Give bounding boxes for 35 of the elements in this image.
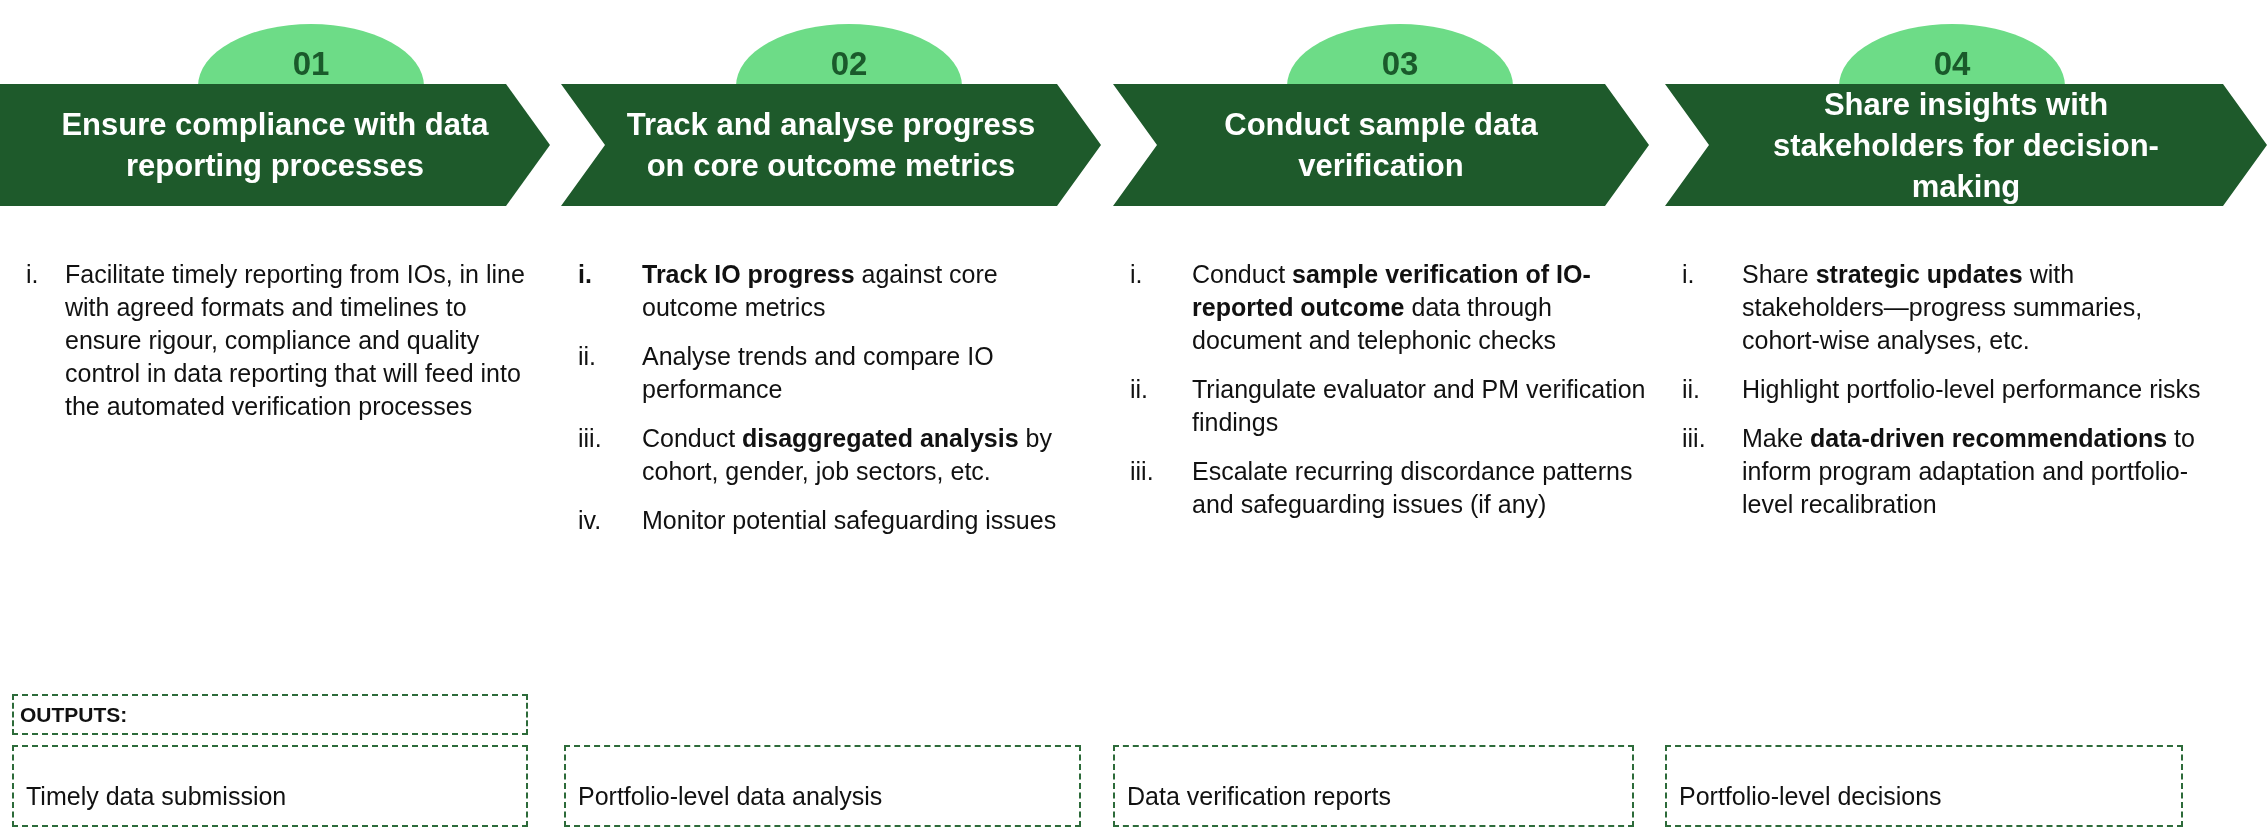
output-box: Data verification reports [1113, 745, 1634, 827]
chevron-step: Conduct sample data verification [1113, 84, 1649, 206]
list-numeral: iv. [578, 505, 603, 536]
list-numeral: iii. [1130, 456, 1155, 487]
list-numeral: ii. [1682, 374, 1702, 405]
list-item-text: Triangulate evaluator and PM verification findings [1192, 374, 1647, 438]
list-item-text: Analyse trends and compare IO performance [642, 341, 995, 405]
output-box: Portfolio-level decisions [1665, 745, 2183, 827]
output-box: Portfolio-level data analysis [564, 745, 1081, 827]
outputs-header: OUTPUTS: [12, 694, 528, 735]
chevron-step: Share insights with stakeholders for decision-making [1665, 84, 2267, 206]
output-box: Timely data submission [12, 745, 528, 827]
list-numeral: i. [26, 259, 40, 290]
list-numeral: i. [1682, 259, 1696, 290]
number-tab: 04 [1839, 24, 2065, 86]
chevron-step: Track and analyse progress on core outcome metrics [561, 84, 1101, 206]
number-tab: 01 [198, 24, 424, 86]
chevron-step: Ensure compliance with data reporting processes [0, 84, 550, 206]
list-item-text: Share strategic updates with stakeholders—progress summaries, cohort-wise analyses, etc. [1742, 259, 2144, 356]
list-item-text: Conduct sample verification of IO-reported outcome data through document and telephonic checks [1192, 259, 1592, 356]
list-item-text: Make data-driven recommendations to inform program adaptation and portfolio-level recalibration [1742, 423, 2196, 520]
list-item-text: Track IO progress against core outcome metrics [642, 259, 999, 323]
list-item-text: Highlight portfolio-level performance risks [1742, 374, 2202, 405]
list-item-text: Escalate recurring discordance patterns and safeguarding issues (if any) [1192, 456, 1634, 520]
number-tab: 02 [736, 24, 962, 86]
list-numeral: ii. [578, 341, 598, 372]
list-numeral: iii. [578, 423, 603, 454]
list-item-text: Facilitate timely reporting from IOs, in line with agreed formats and timelines to ensure rigour, compliance and quality control in data reporting that will feed into the automated verification processes [65, 259, 526, 422]
list-numeral: i. [578, 259, 593, 290]
list-numeral: iii. [1682, 423, 1707, 454]
list-item-text: Monitor potential safeguarding issues [642, 505, 1058, 536]
list-numeral: i. [1130, 259, 1144, 290]
list-item-text: Conduct disaggregated analysis by cohort, gender, job sectors, etc. [642, 423, 1053, 487]
number-tab: 03 [1287, 24, 1513, 86]
list-numeral: ii. [1130, 374, 1150, 405]
